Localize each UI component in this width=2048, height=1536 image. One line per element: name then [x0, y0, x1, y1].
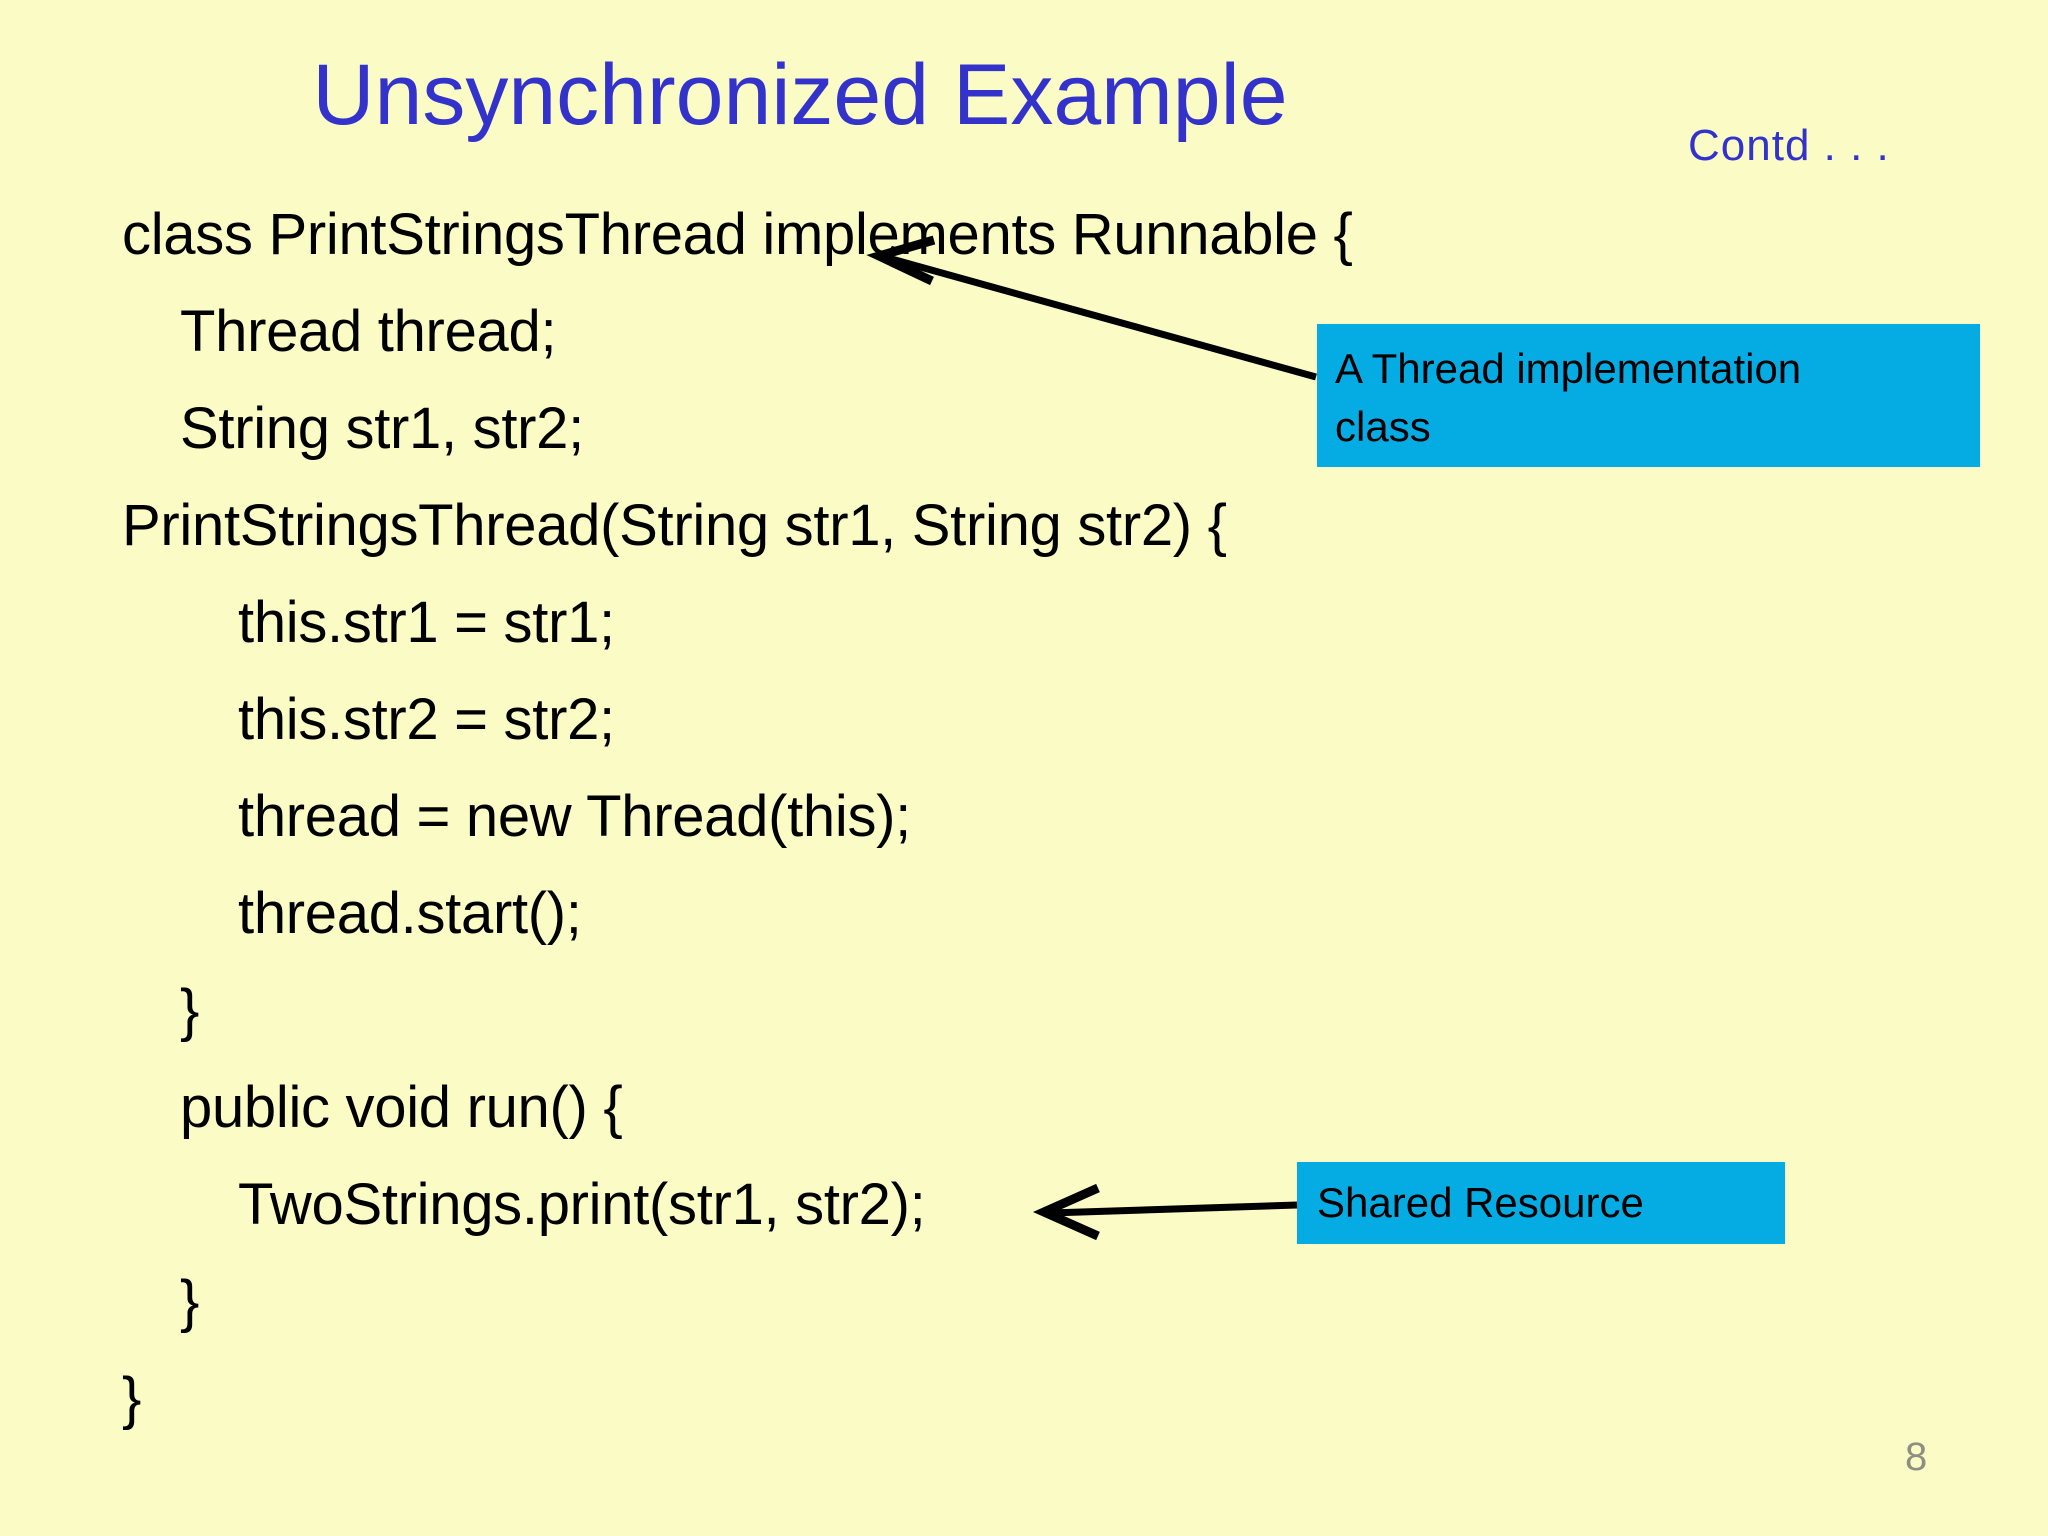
- continuation-label: Contd . . .: [1688, 121, 1890, 170]
- code-line: PrintStringsThread(String str1, String s…: [122, 493, 1227, 558]
- code-line: this.str1 = str1;: [238, 590, 615, 655]
- code-line: thread.start();: [238, 881, 582, 946]
- callout-thread-line-2: class: [1335, 403, 1431, 450]
- code-line: class PrintStringsThread implements Runn…: [122, 202, 1353, 267]
- code-line: TwoStrings.print(str1, str2);: [238, 1172, 926, 1237]
- page-title: Unsynchronized Example: [312, 47, 1288, 143]
- page-number: 8: [1905, 1435, 1928, 1479]
- code-line: Thread thread;: [180, 299, 557, 364]
- callout-shared-label: Shared Resource: [1317, 1179, 1644, 1226]
- code-line: }: [122, 1366, 142, 1431]
- code-line: this.str2 = str2;: [238, 687, 615, 752]
- code-line: String str1, str2;: [180, 396, 584, 461]
- callout-thread-line-1: A Thread implementation: [1335, 345, 1802, 392]
- code-line: thread = new Thread(this);: [238, 784, 911, 849]
- callout-shared-resource: Shared Resource: [1297, 1162, 1785, 1244]
- code-line: }: [180, 978, 200, 1043]
- code-line: public void run() {: [180, 1075, 623, 1140]
- callout-thread-implementation: A Thread implementation class: [1317, 324, 1980, 467]
- code-block: class PrintStringsThread implements Runn…: [0, 186, 1400, 1447]
- code-line: }: [180, 1269, 200, 1334]
